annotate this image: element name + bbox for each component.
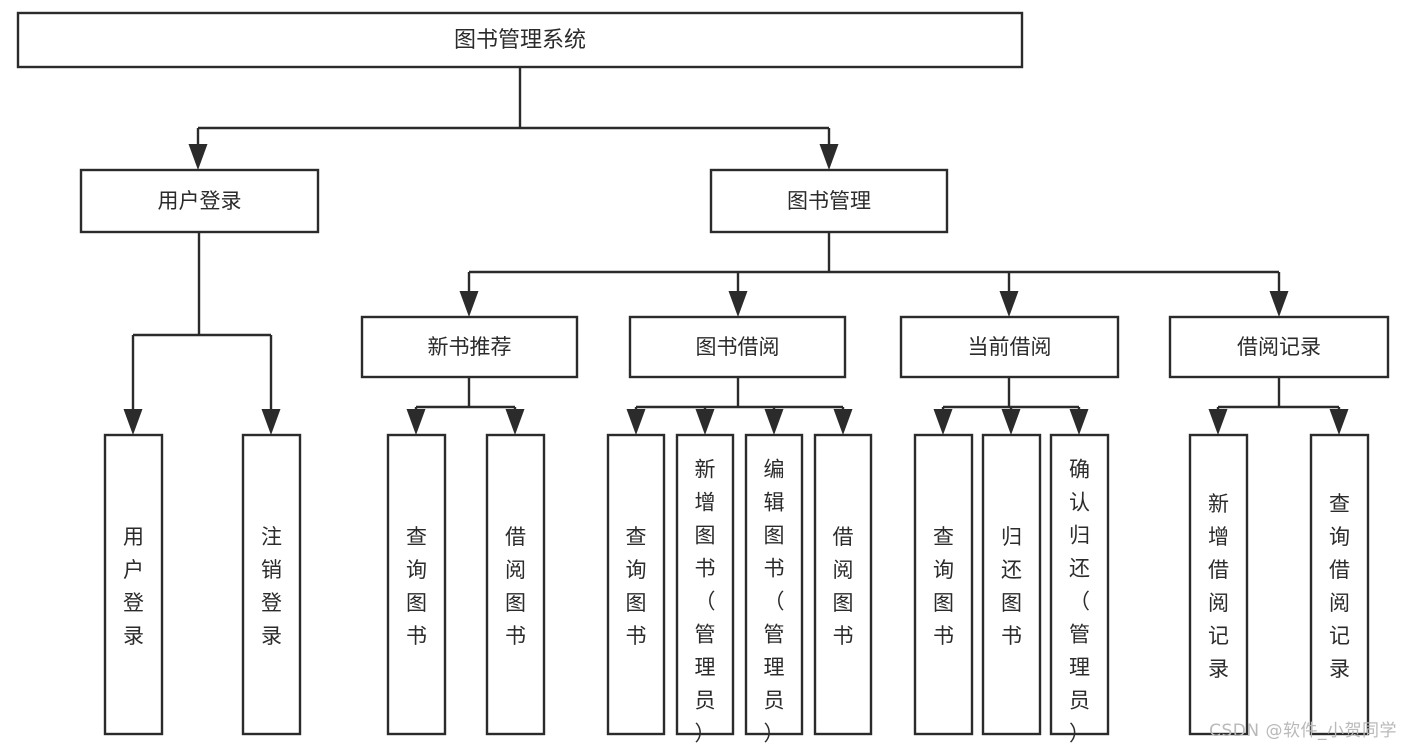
arrowhead-icon <box>626 409 646 435</box>
arrowhead-icon <box>695 409 715 435</box>
node-box <box>709 168 949 234</box>
node-query-book-3[interactable]: 查询图书 <box>913 433 974 736</box>
node-book-borrow[interactable]: 图书借阅 <box>628 315 847 379</box>
connector-current-borrow-bus <box>933 377 1089 435</box>
arrowhead-icon <box>1329 409 1349 435</box>
node-label: 当前借阅 <box>968 335 1052 359</box>
arrowhead-icon <box>819 144 839 170</box>
node-layer: 图书管理系统用户登录用户登录注销登录图书管理新书推荐查询图书借阅图书图书借阅查询… <box>16 11 1390 746</box>
node-label: 查询借阅记录 <box>1329 492 1350 681</box>
node-edit-book-admin[interactable]: 编辑图书（管理员） <box>744 433 804 746</box>
node-label: 查询图书 <box>933 525 954 648</box>
node-label: 新书推荐 <box>428 335 512 359</box>
node-box <box>79 168 320 234</box>
node-add-borrow-record[interactable]: 新增借阅记录 <box>1188 433 1249 736</box>
arrowhead-icon <box>188 144 208 170</box>
arrowhead-icon <box>505 409 525 435</box>
node-label: 新增图书（管理员） <box>695 458 716 746</box>
arrowhead-icon <box>999 291 1019 317</box>
node-label: 用户登录 <box>158 189 242 213</box>
node-label: 图书借阅 <box>696 335 780 359</box>
node-query-book-2[interactable]: 查询图书 <box>606 433 666 736</box>
connector-borrow-record-bus <box>1208 377 1349 435</box>
arrowhead-icon <box>728 291 748 317</box>
node-new-book-recommend[interactable]: 新书推荐 <box>360 315 579 379</box>
node-label: 图书管理 <box>787 189 871 213</box>
node-label: 查询图书 <box>406 525 427 648</box>
node-return-book[interactable]: 归还图书 <box>981 433 1042 736</box>
node-box <box>1188 433 1249 736</box>
node-query-borrow-record[interactable]: 查询借阅记录 <box>1309 433 1370 736</box>
node-label: 新增借阅记录 <box>1208 492 1229 681</box>
arrowhead-icon <box>1069 409 1089 435</box>
node-add-book-admin[interactable]: 新增图书（管理员） <box>675 433 735 746</box>
node-box <box>360 315 579 379</box>
node-box <box>606 433 666 736</box>
node-box <box>485 433 546 736</box>
node-label: 借阅图书 <box>505 525 526 648</box>
connector-new-book-bus <box>406 377 525 435</box>
arrowhead-icon <box>1269 291 1289 317</box>
node-box <box>16 11 1024 69</box>
node-box <box>1049 433 1110 736</box>
connector-layer <box>123 67 1349 435</box>
arrowhead-icon <box>261 409 281 435</box>
node-box <box>813 433 873 736</box>
node-box <box>981 433 1042 736</box>
node-query-book-1[interactable]: 查询图书 <box>386 433 447 736</box>
arrowhead-icon <box>123 409 143 435</box>
arrowhead-icon <box>1208 409 1228 435</box>
node-user-login-do[interactable]: 用户登录 <box>103 433 164 736</box>
node-user-login[interactable]: 用户登录 <box>79 168 320 234</box>
node-box <box>675 433 735 736</box>
node-label: 借阅图书 <box>833 525 854 648</box>
node-label: 编辑图书（管理员） <box>764 458 785 746</box>
node-label: 归还图书 <box>1001 525 1022 648</box>
node-label: 确认归还（管理员） <box>1069 458 1090 746</box>
connector-user-login-bus <box>123 232 281 435</box>
node-box <box>913 433 974 736</box>
connector-book-borrow-bus <box>626 377 853 435</box>
arrowhead-icon <box>406 409 426 435</box>
node-current-borrow[interactable]: 当前借阅 <box>899 315 1120 379</box>
arrowhead-icon <box>833 409 853 435</box>
node-confirm-return-admin[interactable]: 确认归还（管理员） <box>1049 433 1110 746</box>
node-label: 用户登录 <box>123 525 144 648</box>
node-label: 图书管理系统 <box>454 28 586 53</box>
node-root[interactable]: 图书管理系统 <box>16 11 1024 69</box>
node-borrow-book-2[interactable]: 借阅图书 <box>813 433 873 736</box>
node-box <box>628 315 847 379</box>
arrowhead-icon <box>933 409 953 435</box>
arrowhead-icon <box>764 409 784 435</box>
node-box <box>103 433 164 736</box>
node-borrow-record[interactable]: 借阅记录 <box>1168 315 1390 379</box>
node-box <box>1168 315 1390 379</box>
arrowhead-icon <box>1001 409 1021 435</box>
node-label: 查询图书 <box>626 525 647 648</box>
node-borrow-book-1[interactable]: 借阅图书 <box>485 433 546 736</box>
node-user-logout[interactable]: 注销登录 <box>241 433 302 736</box>
connector-book-management-bus <box>459 232 1289 317</box>
arrowhead-icon <box>459 291 479 317</box>
node-box <box>386 433 447 736</box>
node-label: 借阅记录 <box>1237 335 1321 359</box>
node-box <box>744 433 804 736</box>
node-book-management[interactable]: 图书管理 <box>709 168 949 234</box>
node-label: 注销登录 <box>261 525 282 648</box>
node-box <box>241 433 302 736</box>
connector-root-bus <box>188 67 839 170</box>
node-box <box>899 315 1120 379</box>
node-box <box>1309 433 1370 736</box>
